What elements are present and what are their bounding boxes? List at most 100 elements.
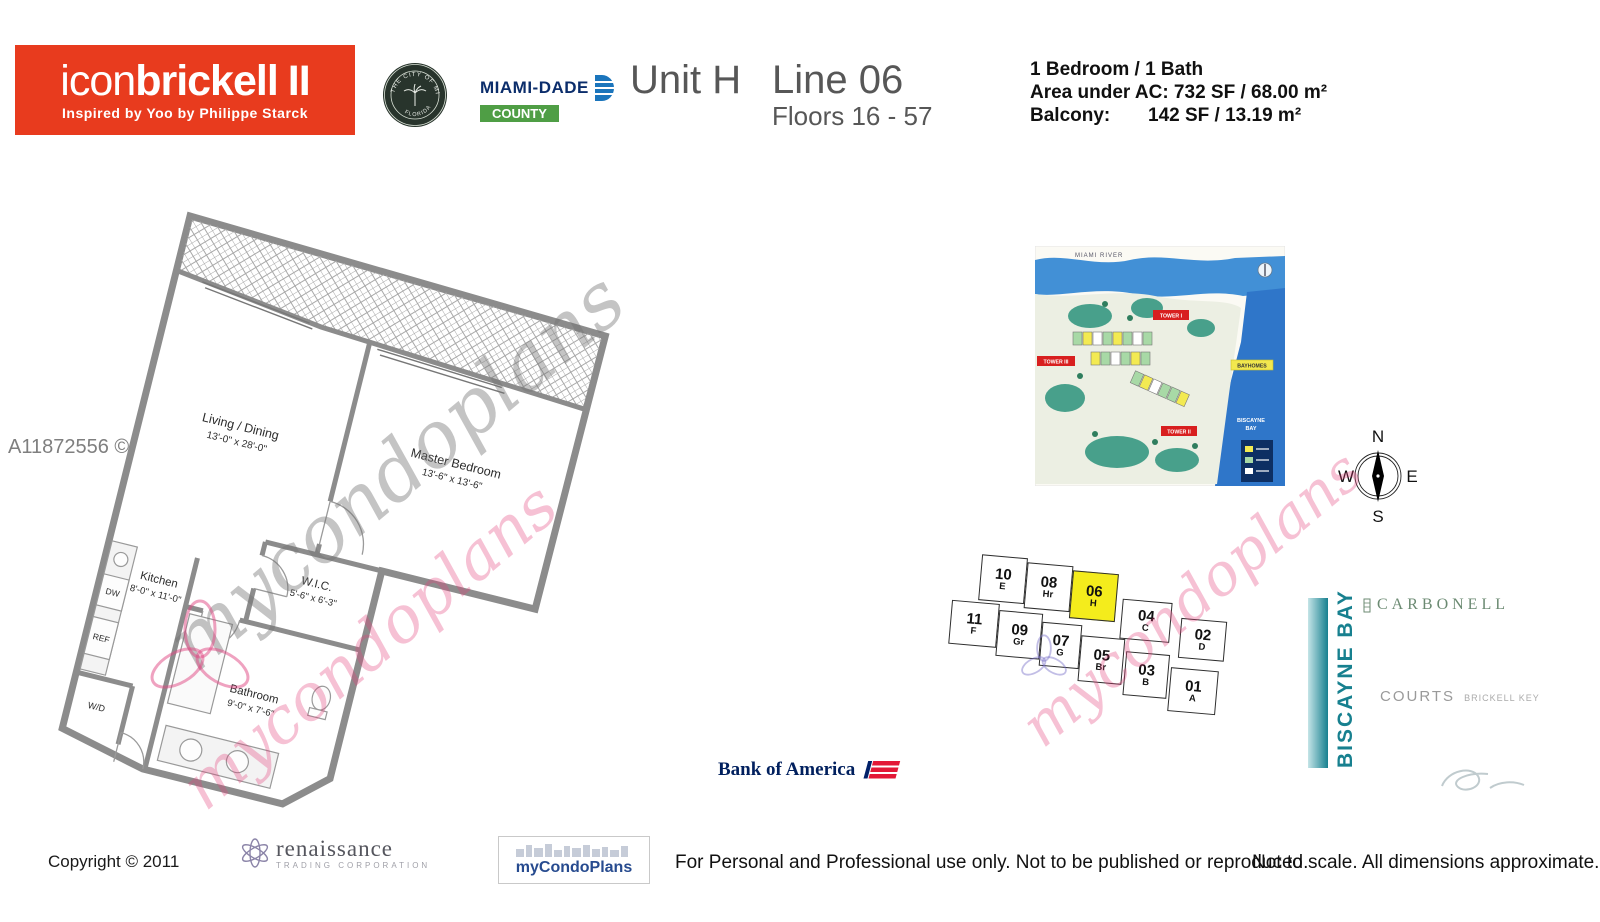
kitchen-fixtures: [79, 540, 139, 676]
unit-number: 11: [965, 609, 984, 629]
unit-letter: Gr: [1012, 635, 1025, 648]
sliding-doors: [202, 281, 505, 395]
unit-number: 10: [994, 565, 1013, 584]
mycondoplans-logo: myCondoPlans: [498, 836, 650, 884]
county-d-icon: [594, 75, 616, 101]
label-wd: W/D: [87, 700, 107, 714]
unit-letter: D: [1198, 640, 1206, 653]
mycondoplans-name: myCondoPlans: [515, 859, 633, 876]
keyplan-unit-05Br: 05 Br: [1077, 635, 1126, 685]
compass-rose: N W E S: [1338, 427, 1418, 526]
renaissance-name: renaissance: [276, 835, 393, 861]
site-parks: [1045, 298, 1215, 472]
unit-number: 02: [1193, 625, 1213, 645]
city-of-miami-seal-icon: THE CITY OF MIAMI FLORIDA: [382, 62, 447, 127]
compass-e: E: [1406, 467, 1417, 486]
keyplan-unit-07G: 07 G: [1038, 621, 1083, 670]
unit-number: 07: [1051, 631, 1070, 650]
scale-note: Not to scale. All dimensions approximate…: [1252, 852, 1600, 873]
svg-text:TOWER II: TOWER II: [1167, 430, 1191, 436]
palm-tree-icon: [403, 83, 427, 106]
carbonell-text: CARBONELL: [1377, 596, 1509, 613]
unit-number: 01: [1184, 676, 1203, 696]
brand-brickell-text: brickell: [135, 57, 279, 105]
unit-letter: E: [998, 580, 1007, 592]
biscayne-bay-label: BISCAYNE BAY: [1334, 589, 1357, 768]
bank-name: Bank of America: [718, 759, 856, 780]
stat-area: Area under AC: 732 SF / 68.00 m²: [1030, 82, 1328, 103]
keyplan-unit-06H-highlighted: 06 H: [1068, 570, 1119, 623]
unit-letter: H: [1089, 597, 1098, 609]
site-map-river-label: MIAMI RIVER: [1075, 253, 1123, 259]
keyplan-unit-09Gr: 09 Gr: [995, 609, 1044, 660]
renaissance-logo: renaissance TRADING CORPORATION: [238, 836, 430, 870]
unit-letter: F: [970, 625, 977, 637]
unit-number: 03: [1137, 660, 1156, 680]
site-trees: [1077, 301, 1198, 449]
balcony-area: [173, 212, 609, 413]
svg-text:BISCAYNE: BISCAYNE: [1237, 418, 1265, 424]
keyplan-unit-11F: 11 F: [948, 599, 1000, 648]
carbonell-building-icon: [1363, 598, 1371, 613]
stat-balcony-value: 142 SF / 13.19 m²: [1148, 105, 1302, 126]
site-compass-icon: [1257, 262, 1273, 278]
brand-suffix: II: [287, 57, 311, 105]
brickell-key-text: BRICKELL KEY: [1464, 693, 1540, 703]
bank-flag-icon: [863, 761, 901, 779]
svg-text:BAYHOMES: BAYHOMES: [1237, 364, 1267, 370]
carbonell-label: CARBONELL: [1362, 596, 1509, 614]
unit-letter: A: [1188, 692, 1197, 704]
biscayne-bay-water: [1215, 288, 1285, 486]
keyplan-unit-01A: 01 A: [1167, 667, 1219, 716]
floors-range: Floors 16 - 57: [772, 101, 933, 131]
unit-letter: Hr: [1042, 588, 1054, 601]
keyplan-unit-08Hr: 08 Hr: [1023, 562, 1074, 613]
svg-text:BAY: BAY: [1245, 426, 1256, 432]
site-map: MIAMI RIVER TOWER I TOWER III: [1035, 246, 1285, 486]
label-ref: REF: [92, 631, 111, 645]
unit-letter: B: [1141, 676, 1150, 688]
courts-signature-logo: [1441, 769, 1525, 791]
renaissance-sub: TRADING CORPORATION: [276, 860, 431, 870]
courts-text: COURTS: [1380, 688, 1456, 705]
county-name: MIAMI-DADE: [480, 78, 589, 97]
svg-text:TOWER III: TOWER III: [1044, 360, 1070, 366]
unit-number: 04: [1137, 606, 1156, 626]
brand-icon-text: icon: [60, 57, 136, 105]
keyplan-unit-04C: 04 C: [1119, 598, 1173, 643]
unit-letter: Br: [1095, 661, 1107, 673]
bay-label: BISCAYNE BAY: [1237, 418, 1265, 432]
site-unit-blocks: [1072, 331, 1190, 408]
compass-n: N: [1372, 427, 1384, 446]
compass-w: W: [1338, 467, 1354, 486]
miami-dade-county-logo: MIAMI-DADE COUNTY: [480, 74, 617, 122]
unit-stats: 1 Bedroom / 1 Bath Area under AC: 732 SF…: [1030, 58, 1327, 127]
stat-bedbath: 1 Bedroom / 1 Bath: [1030, 59, 1204, 80]
floor-plan: Living / Dining 13'-0" x 28'-0" Master B…: [58, 211, 610, 808]
keyplan-unit-02D: 02 D: [1177, 617, 1228, 662]
stat-balcony-label: Balcony:: [1030, 105, 1111, 126]
line-title: Line 06: [772, 58, 904, 102]
site-legend: [1241, 440, 1273, 482]
unit-title: Unit H: [630, 58, 742, 102]
bank-of-america-logo: Bank of America: [718, 758, 903, 782]
usage-disclaimer: For Personal and Professional use only. …: [675, 852, 1309, 873]
unit-letter: G: [1055, 646, 1065, 659]
bayhomes-label: BAYHOMES: [1230, 359, 1274, 371]
skyline-icon: [516, 844, 628, 857]
label-dw: DW: [105, 586, 121, 599]
tower-iii-label: TOWER III: [1037, 356, 1075, 366]
biscayne-bay-gradient-bar: [1308, 598, 1328, 768]
unit-number: 06: [1085, 581, 1104, 601]
compass-s: S: [1372, 507, 1383, 526]
renaissance-flower-icon: [241, 838, 269, 868]
unit-letter: C: [1141, 621, 1150, 634]
county-sub: COUNTY: [480, 105, 559, 122]
miami-river-water: [1035, 256, 1285, 297]
keyplan-unit-10E: 10 E: [978, 554, 1028, 605]
copyright-text: Copyright © 2011: [48, 852, 180, 871]
tower-ii-label: TOWER II: [1161, 426, 1197, 436]
keyplan-unit-03B: 03 B: [1122, 651, 1171, 699]
